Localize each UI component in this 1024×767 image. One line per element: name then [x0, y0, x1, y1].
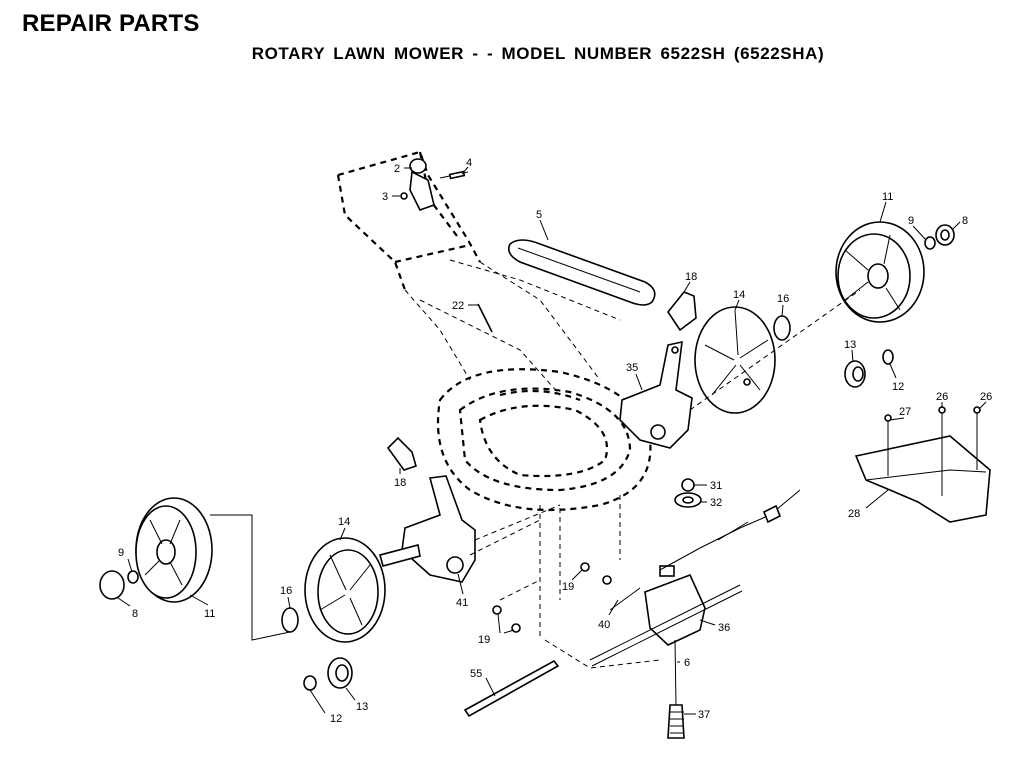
callout-32: 32: [710, 497, 722, 509]
callout-6: 6: [684, 657, 690, 669]
washer-16-left: [281, 607, 299, 633]
wheel-cover-left: [304, 537, 386, 643]
gear-left: [303, 657, 353, 691]
axle-line-right: [689, 289, 861, 411]
washer-cap-right: [924, 224, 955, 250]
washer-16-right: [773, 315, 791, 341]
callout-19-b: 19: [478, 634, 490, 646]
callout-14-left: 14: [338, 516, 350, 528]
drive-belt: [507, 239, 656, 306]
callout-2: 2: [394, 163, 400, 175]
callout-12-right: 12: [892, 381, 904, 393]
rear-wheel-left: [135, 497, 213, 603]
callout-31: 31: [710, 480, 722, 492]
control-lever: [400, 158, 469, 211]
callout-9-right: 9: [908, 215, 914, 227]
nuts-19: [492, 562, 612, 633]
callout-18-top: 18: [685, 271, 697, 283]
callout-28: 28: [848, 508, 860, 520]
gear-right: [844, 349, 894, 388]
page-subtitle: ROTARY LAWN MOWER - - MODEL NUMBER 6522S…: [251, 44, 825, 63]
bolt-22: [468, 303, 493, 333]
pad-18-top: [667, 291, 697, 332]
callout-27: 27: [899, 406, 911, 418]
axle-line-left: [210, 514, 291, 641]
washer-cap-left: [99, 570, 139, 600]
leader-lines: [117, 166, 987, 715]
callout-37: 37: [698, 709, 710, 721]
callout-35: 35: [626, 362, 638, 374]
callout-5: 5: [536, 209, 542, 221]
callout-22: 22: [452, 300, 464, 312]
callout-12-left: 12: [330, 713, 342, 725]
callout-11-right: 11: [882, 191, 893, 203]
mower-deck-outline: [436, 368, 652, 640]
drive-bracket-left: [379, 475, 476, 583]
drive-bracket-right: [619, 340, 693, 449]
callout-13-right: 13: [844, 339, 856, 351]
callout-55: 55: [470, 668, 482, 680]
callout-26-b: 26: [980, 391, 992, 403]
callout-26-a: 26: [936, 391, 948, 403]
rear-wheel-right: [835, 221, 925, 323]
callout-16-right: 16: [777, 293, 789, 305]
nut-bearing: [674, 478, 702, 508]
callout-40: 40: [598, 619, 610, 631]
callout-36: 36: [718, 622, 730, 634]
rear-deflector: [854, 406, 991, 523]
drive-cable: [609, 489, 801, 611]
callout-9-left: 9: [118, 547, 124, 559]
callout-3: 3: [382, 191, 388, 203]
callout-14-right: 14: [733, 289, 745, 301]
callout-4: 4: [466, 157, 472, 169]
callout-8-right: 8: [962, 215, 968, 227]
callout-11-left: 11: [204, 608, 215, 620]
pad-18-left: [386, 436, 417, 471]
transmission: [589, 565, 743, 739]
callout-numbers: 2 3 4 5 18 22 14 16 11 9 8 13 12 35 27 2…: [118, 157, 992, 725]
callout-41: 41: [456, 597, 468, 609]
page-title: REPAIR PARTS: [22, 10, 200, 37]
callout-13-left: 13: [356, 701, 368, 713]
callout-8-left: 8: [132, 608, 138, 620]
callout-16-left: 16: [280, 585, 292, 597]
rod-55: [463, 659, 560, 718]
wheel-cover-right: [694, 306, 776, 414]
callout-18-left: 18: [394, 477, 406, 489]
callout-19-a: 19: [562, 581, 574, 593]
